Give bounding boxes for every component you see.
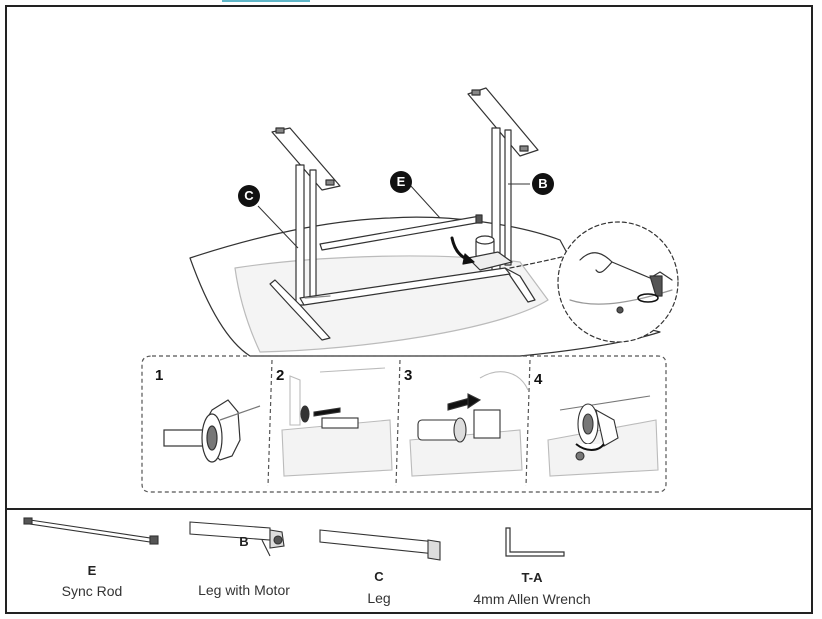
callout-c-marker: [238, 185, 260, 207]
figure-frame: [5, 5, 813, 614]
part-ta-code: T-A: [521, 570, 543, 585]
callout-c-label: C: [244, 188, 254, 203]
callout-e-label: E: [396, 174, 406, 189]
leg-b: [467, 87, 539, 303]
part-e-code: E: [87, 563, 97, 578]
parts-divider: [5, 508, 813, 510]
part-ta-wrench-drawing: [505, 527, 565, 557]
callout-markers: [238, 171, 554, 207]
step-1-illustration: [163, 399, 261, 463]
callout-e-marker: [390, 171, 412, 193]
crossbar: [299, 267, 511, 306]
step-4-number: 4: [534, 371, 543, 388]
step-3-illustration: [409, 371, 529, 477]
part-b-name: Leg with Motor: [198, 582, 290, 598]
callout-b-label: B: [538, 176, 548, 191]
part-c-code: C: [374, 569, 384, 584]
step-2-number: 2: [276, 367, 285, 384]
callout-b-marker: [532, 173, 554, 195]
part-c-name: Leg: [367, 590, 391, 606]
parts-drawings: [23, 517, 565, 561]
motor-unit: [467, 235, 513, 271]
leg-c: [269, 127, 341, 341]
part-c-leg-drawing: [319, 529, 441, 561]
steps-panel: [141, 355, 667, 493]
step-4-illustration: [547, 395, 659, 477]
part-e-name: Sync Rod: [61, 583, 123, 599]
step-3-number: 3: [404, 367, 413, 384]
part-b-leg-motor-drawing: [189, 521, 285, 557]
zoom-detail-circle: [557, 221, 679, 343]
step-1-number: 1: [155, 367, 164, 384]
top-link-underline: [222, 0, 310, 2]
part-e-sync-rod-drawing: [23, 517, 159, 545]
part-ta-name: 4mm Allen Wrench: [473, 591, 591, 607]
part-b-code: B: [239, 534, 249, 549]
step-2-illustration: [281, 367, 393, 477]
